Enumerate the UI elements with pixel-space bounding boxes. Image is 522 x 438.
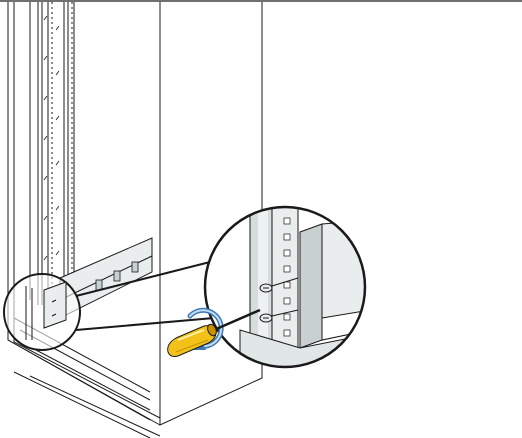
- post-holes: [283, 217, 291, 353]
- rack-bottom-plinth: [7, 339, 151, 421]
- callout-leader-lines: [75, 261, 215, 331]
- rack-side-panel: [159, 2, 263, 426]
- screw-icon: [259, 277, 299, 323]
- front-rail-right: [63, 2, 75, 295]
- detail-callout-icon: [203, 205, 367, 369]
- rail-slots: [43, 15, 60, 261]
- detail-callout-small: [3, 273, 81, 351]
- rack-cabinet-icon: [7, 2, 263, 438]
- screwdriver-icon: [167, 308, 261, 357]
- floor-edge: [13, 371, 161, 438]
- screwdriver-shaft: [213, 308, 261, 332]
- small-callout-content: [25, 281, 67, 340]
- bracket-plate: [299, 223, 323, 349]
- front-rail-left: [29, 2, 53, 305]
- rack-front-frame: [7, 2, 161, 426]
